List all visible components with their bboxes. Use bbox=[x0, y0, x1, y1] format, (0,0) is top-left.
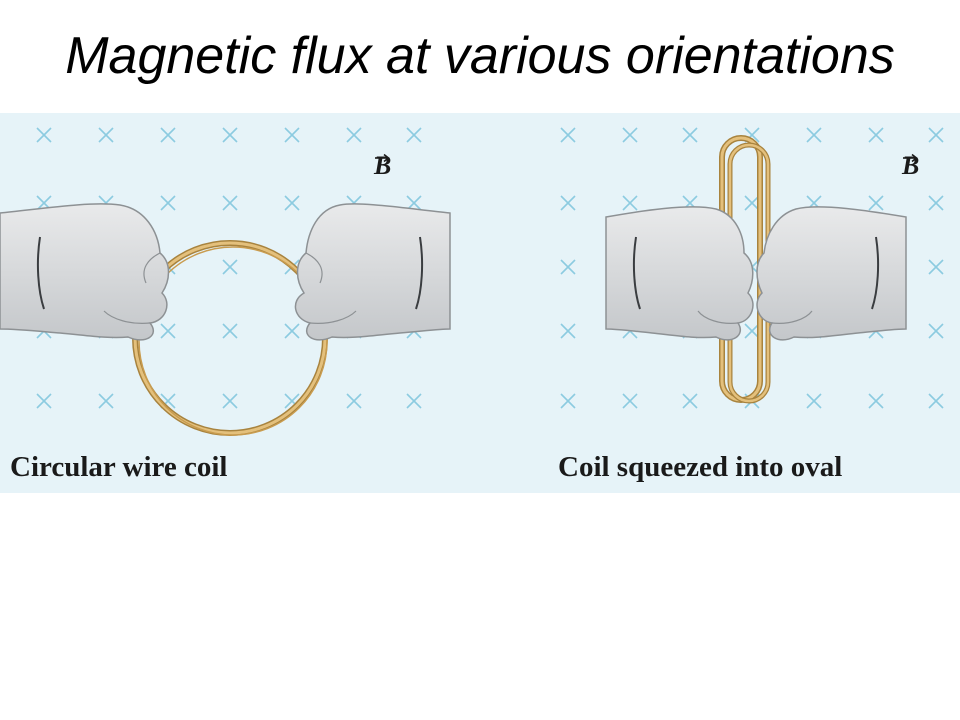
right-hand bbox=[294, 203, 451, 341]
field-x-marker bbox=[868, 393, 884, 409]
magnetic-flux-figure: B B Circular wire coil Coil squeezed int… bbox=[0, 113, 960, 493]
left-hand bbox=[0, 203, 170, 341]
caption-oval-coil: Coil squeezed into oval bbox=[558, 451, 843, 483]
field-x-marker bbox=[406, 127, 422, 143]
figure-canvas bbox=[0, 127, 944, 436]
right-hand bbox=[756, 206, 907, 341]
field-x-marker bbox=[222, 195, 238, 211]
field-x-marker bbox=[682, 393, 698, 409]
panel-circular-coil bbox=[0, 203, 451, 436]
field-x-marker bbox=[98, 393, 114, 409]
field-x-marker bbox=[222, 393, 238, 409]
field-x-marker bbox=[806, 393, 822, 409]
left-hand bbox=[605, 206, 754, 341]
field-x-marker bbox=[622, 127, 638, 143]
field-x-marker bbox=[928, 195, 944, 211]
field-x-marker bbox=[222, 323, 238, 339]
magnetic-field-label: B bbox=[902, 153, 919, 179]
panel-oval-coil bbox=[605, 135, 907, 404]
field-x-marker bbox=[406, 393, 422, 409]
field-x-marker bbox=[928, 259, 944, 275]
field-x-marker bbox=[928, 323, 944, 339]
field-x-marker bbox=[682, 127, 698, 143]
caption-circular-coil: Circular wire coil bbox=[10, 451, 228, 483]
field-x-marker bbox=[284, 195, 300, 211]
field-x-marker bbox=[744, 195, 760, 211]
field-x-marker bbox=[222, 259, 238, 275]
field-x-marker bbox=[284, 127, 300, 143]
field-x-marker bbox=[560, 195, 576, 211]
field-x-marker bbox=[160, 323, 176, 339]
magnetic-field-label: B bbox=[374, 153, 391, 179]
field-x-marker bbox=[622, 195, 638, 211]
field-x-marker bbox=[36, 127, 52, 143]
field-x-marker bbox=[346, 127, 362, 143]
field-x-marker bbox=[868, 195, 884, 211]
field-x-marker bbox=[560, 393, 576, 409]
field-x-marker bbox=[928, 393, 944, 409]
field-x-marker bbox=[806, 127, 822, 143]
field-x-marker bbox=[36, 393, 52, 409]
field-x-marker bbox=[560, 127, 576, 143]
field-x-marker bbox=[560, 259, 576, 275]
field-x-marker bbox=[744, 323, 760, 339]
field-x-marker bbox=[160, 127, 176, 143]
field-x-marker bbox=[284, 323, 300, 339]
field-x-marker bbox=[346, 393, 362, 409]
field-x-marker bbox=[222, 127, 238, 143]
vector-arrow-icon bbox=[903, 153, 918, 163]
field-x-marker bbox=[868, 127, 884, 143]
slide-title: Magnetic flux at various orientations bbox=[65, 27, 895, 85]
field-x-marker bbox=[98, 127, 114, 143]
vector-arrow-icon bbox=[375, 153, 390, 163]
field-x-marker bbox=[160, 195, 176, 211]
field-x-marker bbox=[622, 393, 638, 409]
field-x-marker bbox=[928, 127, 944, 143]
field-x-marker bbox=[560, 323, 576, 339]
